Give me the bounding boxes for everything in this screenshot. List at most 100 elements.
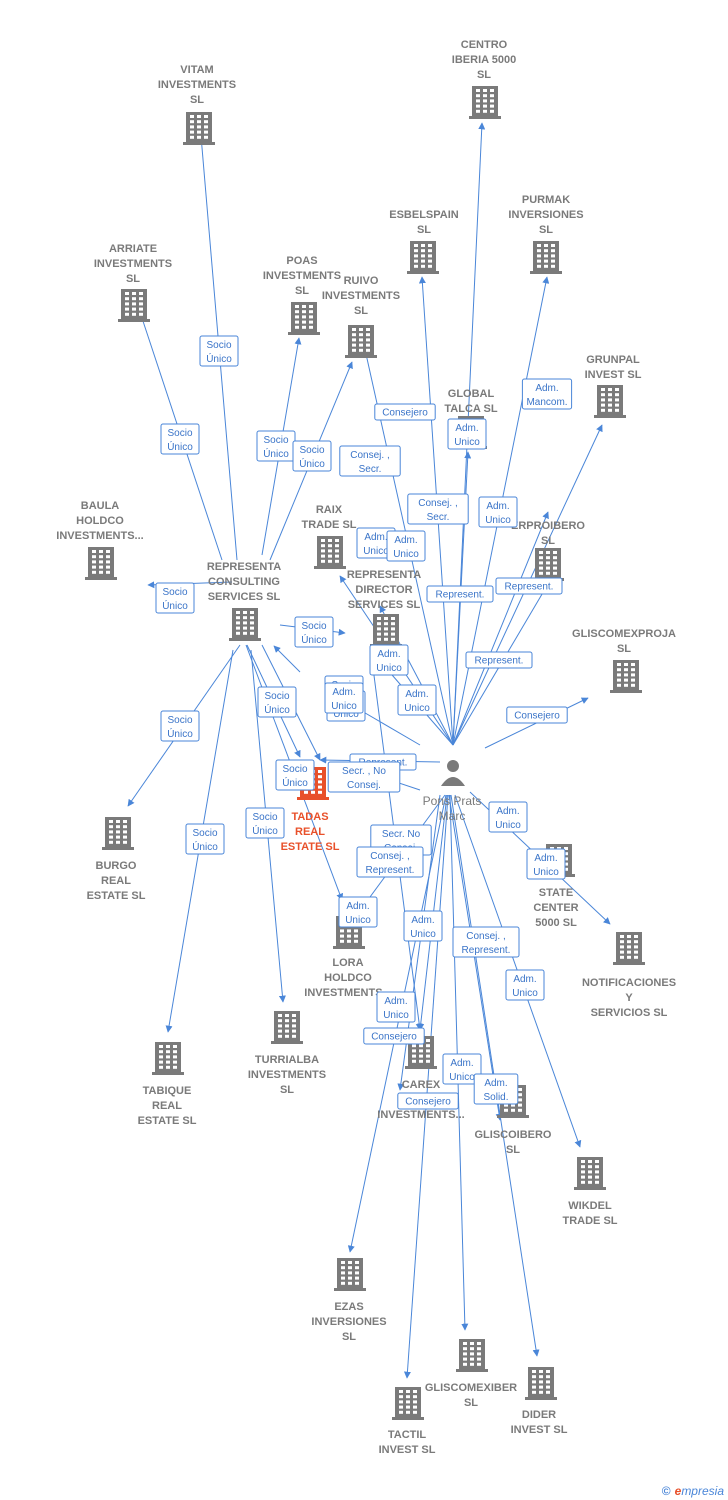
relation-label-15[interactable]: Adm.Unico bbox=[447, 418, 487, 450]
relation-label-24[interactable]: Adm.Unico bbox=[397, 684, 437, 716]
company-ezas-building-icon[interactable] bbox=[334, 1258, 366, 1291]
company-gliscomexproja-building-icon[interactable] bbox=[610, 660, 642, 693]
company-purmak-label-line: SL bbox=[539, 224, 553, 236]
relation-label-42[interactable]: Adm.Unico bbox=[324, 682, 364, 714]
company-poas-label-line: INVESTMENTS bbox=[263, 270, 341, 282]
relation-label-41[interactable]: Adm.Unico bbox=[376, 991, 416, 1023]
company-gliscomexiber-building-icon[interactable] bbox=[456, 1339, 488, 1372]
relation-label-25[interactable]: Represent. bbox=[465, 651, 533, 669]
relation-label-21[interactable]: Represent. bbox=[495, 577, 563, 595]
person-icon[interactable] bbox=[441, 760, 465, 786]
relation-label-26[interactable]: Consejero bbox=[506, 706, 568, 724]
company-tactil-building-icon[interactable] bbox=[392, 1387, 424, 1420]
relation-label-text: Socio bbox=[263, 435, 288, 446]
relation-label-13[interactable]: Consejero bbox=[374, 403, 436, 421]
relation-label-37[interactable]: Consejero bbox=[363, 1027, 425, 1045]
relation-label-16[interactable]: Adm.Unico bbox=[478, 496, 518, 528]
relation-label-text: Único bbox=[167, 440, 193, 453]
relation-label-35[interactable]: Adm.Unico bbox=[505, 969, 545, 1001]
relation-label-38[interactable]: Adm.Unico bbox=[442, 1053, 482, 1085]
relation-label-17[interactable]: Consej. ,Secr. bbox=[407, 493, 469, 525]
relation-label-text: Único bbox=[252, 824, 278, 837]
company-poas-building-icon[interactable] bbox=[288, 302, 320, 335]
company-burgo-building-icon[interactable] bbox=[102, 817, 134, 850]
relation-label-23[interactable]: Adm.Unico bbox=[369, 644, 409, 676]
company-notificaciones-building-icon[interactable] bbox=[613, 932, 645, 965]
relation-label-22[interactable]: Adm.Mancom. bbox=[521, 378, 573, 410]
relation-label-36[interactable]: Consej. ,Represent. bbox=[452, 926, 520, 958]
relation-label-27[interactable]: Adm.Unico bbox=[488, 801, 528, 833]
company-erproibero-building-icon[interactable] bbox=[532, 548, 564, 581]
relation-label-text: Socio bbox=[282, 764, 307, 775]
relation-label-28[interactable]: Adm.Unico bbox=[526, 848, 566, 880]
company-baula-building-icon[interactable] bbox=[85, 547, 117, 580]
relation-label-14[interactable]: Consej. ,Secr. bbox=[339, 445, 401, 477]
relation-label-40[interactable]: Consejero bbox=[397, 1092, 459, 1110]
brand-footer[interactable]: ©empresia bbox=[662, 1484, 724, 1498]
company-repdirector-building-icon[interactable] bbox=[370, 614, 402, 647]
company-esbelspain-building-icon[interactable] bbox=[407, 241, 439, 274]
company-representa-building-icon[interactable] bbox=[229, 608, 261, 641]
company-wikdel-building-icon[interactable] bbox=[574, 1157, 606, 1190]
company-turrialba-building-icon[interactable] bbox=[271, 1011, 303, 1044]
company-purmak-building-icon[interactable] bbox=[530, 241, 562, 274]
relation-label-20[interactable]: Represent. bbox=[426, 585, 494, 603]
company-arriate-building-icon[interactable] bbox=[118, 289, 150, 322]
relation-label-33[interactable]: Consej. ,Represent. bbox=[356, 846, 424, 878]
relation-label-31[interactable]: Adm.Unico bbox=[338, 896, 378, 928]
relation-label-34[interactable]: Adm.Unico bbox=[403, 910, 443, 942]
relation-label-39[interactable]: Adm.Solid. bbox=[473, 1073, 519, 1105]
company-dider-building-icon[interactable] bbox=[525, 1367, 557, 1400]
company-centro-building-icon[interactable] bbox=[469, 86, 501, 119]
relation-label-text: Represent. bbox=[366, 865, 415, 876]
relation-label-19[interactable]: Adm.Unico bbox=[386, 530, 426, 562]
company-raix-building-icon[interactable] bbox=[314, 536, 346, 569]
company-tabique-building-icon[interactable] bbox=[152, 1042, 184, 1075]
company-ruivo-building-icon[interactable] bbox=[345, 325, 377, 358]
company-vitam-building-icon[interactable] bbox=[183, 112, 215, 145]
company-grunpal-building-icon[interactable] bbox=[594, 385, 626, 418]
relation-label-text: Represent. bbox=[505, 582, 554, 593]
